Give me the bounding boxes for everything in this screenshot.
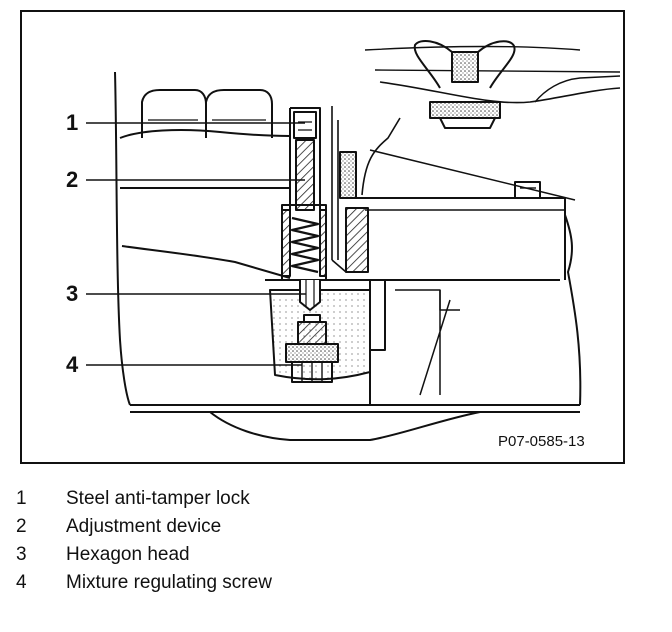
callout-number-2: 2: [66, 167, 78, 192]
mechanical-drawing: [114, 39, 621, 441]
legend-item: 1 Steel anti-tamper lock: [10, 485, 610, 513]
legend-item: 3 Hexagon head: [10, 541, 610, 569]
legend-label: Steel anti-tamper lock: [66, 488, 250, 509]
callout-number-4: 4: [66, 352, 79, 377]
technical-diagram: 1 2 3 4 P07-0585-13: [20, 10, 625, 464]
legend-label: Adjustment device: [66, 516, 222, 537]
legend-label: Hexagon head: [66, 544, 190, 565]
legend-item: 2 Adjustment device: [10, 513, 610, 541]
legend-number: 3: [16, 544, 27, 565]
callout-number-1: 1: [66, 110, 78, 135]
legend-label: Mixture regulating screw: [66, 572, 272, 593]
legend-item: 4 Mixture regulating screw: [10, 569, 610, 597]
legend-number: 2: [16, 516, 27, 537]
legend-number: 4: [16, 572, 27, 593]
legend-number: 1: [16, 488, 27, 509]
callout-number-3: 3: [66, 281, 78, 306]
callout-leaders: [86, 122, 306, 366]
legend: 1 Steel anti-tamper lock 2 Adjustment de…: [10, 485, 610, 597]
figure-code: P07-0585-13: [498, 433, 585, 450]
